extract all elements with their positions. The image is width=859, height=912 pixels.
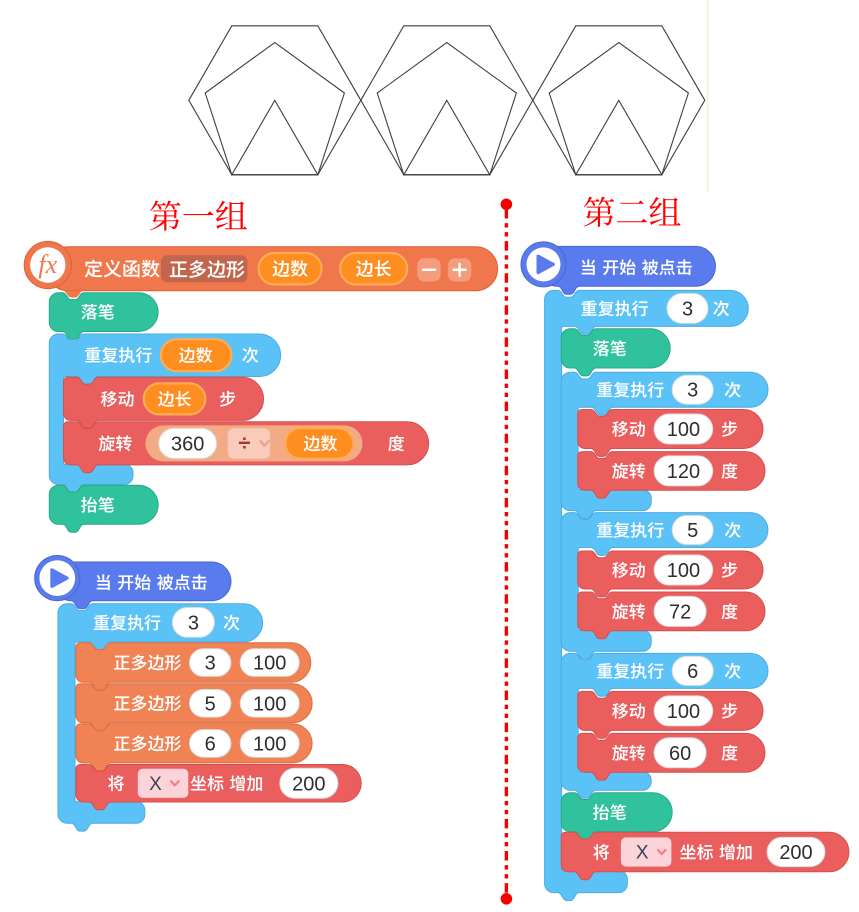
svg-text:200: 200 — [779, 842, 812, 864]
svg-text:100: 100 — [667, 419, 700, 441]
svg-text:100: 100 — [253, 653, 286, 675]
svg-text:360: 360 — [171, 433, 204, 455]
svg-text:6: 6 — [687, 661, 698, 683]
svg-text:72: 72 — [669, 601, 691, 623]
svg-text:100: 100 — [667, 560, 700, 582]
svg-text:6: 6 — [205, 733, 216, 755]
svg-text:3: 3 — [682, 298, 693, 320]
svg-text:fx: fx — [38, 250, 57, 279]
svg-text:5: 5 — [687, 520, 698, 542]
svg-text:3: 3 — [687, 380, 698, 402]
svg-text:3: 3 — [205, 653, 216, 675]
svg-text:100: 100 — [253, 693, 286, 715]
svg-text:120: 120 — [667, 461, 700, 483]
svg-text:200: 200 — [292, 773, 325, 795]
svg-text:÷: ÷ — [238, 431, 250, 456]
svg-text:3: 3 — [188, 613, 199, 635]
svg-text:60: 60 — [669, 743, 691, 765]
svg-text:100: 100 — [667, 701, 700, 723]
svg-text:X: X — [149, 774, 162, 795]
svg-text:100: 100 — [253, 733, 286, 755]
svg-text:5: 5 — [205, 693, 216, 715]
svg-text:X: X — [636, 843, 649, 864]
